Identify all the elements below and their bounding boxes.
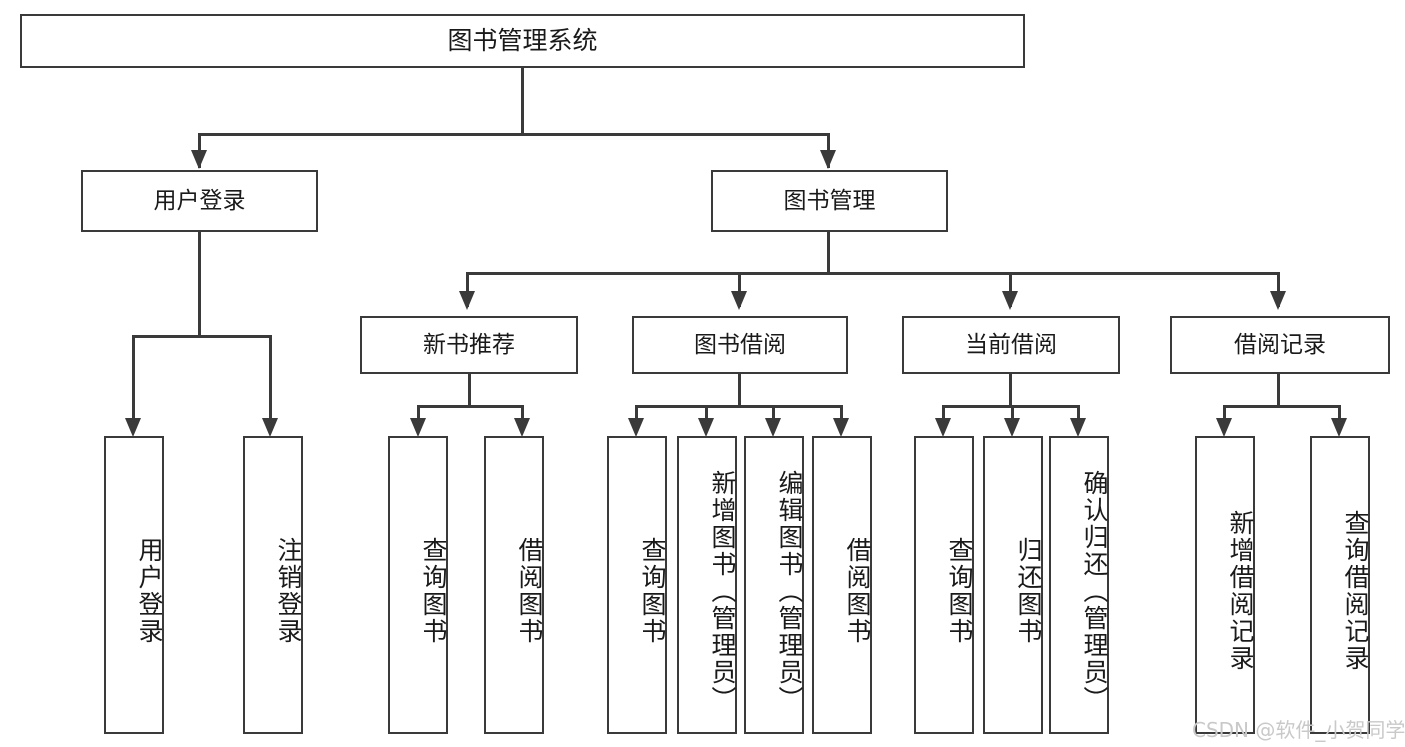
leaf-confirm-return[interactable]: 确认归还（管理员） xyxy=(1049,436,1109,734)
leaf-query-record[interactable]: 查询借阅记录 xyxy=(1310,436,1370,734)
arrow-root-to-book-management xyxy=(820,150,836,169)
node-new-book-recommend[interactable]: 新书推荐 xyxy=(360,316,578,374)
edge-bb-stem xyxy=(738,374,741,408)
arrow-nbr-to-leaf-1 xyxy=(410,418,426,437)
node-root-label: 图书管理系统 xyxy=(447,25,598,55)
edge-bm-to-book-borrow xyxy=(738,272,741,307)
edge-bb-to-leaf-4 xyxy=(840,405,843,420)
node-book-borrow-label: 图书借阅 xyxy=(694,331,786,358)
node-current-borrow[interactable]: 当前借阅 xyxy=(902,316,1120,374)
node-user-login[interactable]: 用户登录 xyxy=(81,170,318,232)
edge-br-to-leaf-2 xyxy=(1338,405,1341,420)
arrow-br-to-leaf-1 xyxy=(1216,418,1232,437)
edge-cb-stem xyxy=(1009,374,1012,408)
edge-nbr-stem xyxy=(468,374,471,408)
edge-cb-to-leaf-3 xyxy=(1077,405,1080,420)
leaf-return-book-label: 归还图书 xyxy=(1014,537,1043,645)
arrow-cb-to-leaf-3 xyxy=(1070,418,1086,437)
leaf-borrow-book-1[interactable]: 借阅图书 xyxy=(484,436,544,734)
leaf-add-record-label: 新增借阅记录 xyxy=(1226,510,1255,672)
edge-user-login-to-leaf-1 xyxy=(132,335,135,420)
node-borrow-record[interactable]: 借阅记录 xyxy=(1170,316,1390,374)
arrow-bb-to-leaf-2 xyxy=(698,418,714,437)
arrow-bm-to-current-borrow xyxy=(1002,291,1018,310)
edge-bb-to-leaf-1 xyxy=(635,405,638,420)
arrow-nbr-to-leaf-2 xyxy=(514,418,530,437)
arrow-bb-to-leaf-3 xyxy=(765,418,781,437)
edge-nbr-to-leaf-1 xyxy=(417,405,420,420)
arrow-cb-to-leaf-1 xyxy=(935,418,951,437)
arrow-bm-to-borrow-record xyxy=(1270,291,1286,310)
node-book-borrow[interactable]: 图书借阅 xyxy=(632,316,848,374)
edge-bb-bar xyxy=(635,405,843,408)
leaf-logout-login-label: 注销登录 xyxy=(274,537,303,645)
leaf-query-book-1-label: 查询图书 xyxy=(419,537,448,645)
leaf-borrow-book-1-label: 借阅图书 xyxy=(515,537,544,645)
edge-cb-bar xyxy=(942,405,1079,408)
leaf-borrow-book-2[interactable]: 借阅图书 xyxy=(812,436,872,734)
watermark-csdn: CSDN @软件_小贺同学 xyxy=(1192,718,1405,742)
edge-bm-to-new-book-recommend xyxy=(466,272,469,307)
leaf-edit-book-label: 编辑图书（管理员） xyxy=(775,469,804,713)
leaf-add-book-label: 新增图书（管理员） xyxy=(708,469,737,713)
arrow-cb-to-leaf-2 xyxy=(1004,418,1020,437)
edge-nbr-to-leaf-2 xyxy=(521,405,524,420)
leaf-query-book-3[interactable]: 查询图书 xyxy=(914,436,974,734)
leaf-return-book[interactable]: 归还图书 xyxy=(983,436,1043,734)
leaf-user-login[interactable]: 用户登录 xyxy=(104,436,164,734)
leaf-add-book[interactable]: 新增图书（管理员） xyxy=(677,436,737,734)
edge-bb-to-leaf-2 xyxy=(705,405,708,420)
edge-bm-to-current-borrow xyxy=(1009,272,1012,307)
edge-root-stem xyxy=(521,68,524,135)
edge-user-login-to-leaf-2 xyxy=(269,335,272,420)
arrow-bb-to-leaf-1 xyxy=(628,418,644,437)
leaf-query-book-1[interactable]: 查询图书 xyxy=(388,436,448,734)
leaf-add-record[interactable]: 新增借阅记录 xyxy=(1195,436,1255,734)
edge-cb-to-leaf-1 xyxy=(942,405,945,420)
leaf-query-book-2[interactable]: 查询图书 xyxy=(607,436,667,734)
node-book-management[interactable]: 图书管理 xyxy=(711,170,948,232)
arrow-bm-to-book-borrow xyxy=(731,291,747,310)
node-current-borrow-label: 当前借阅 xyxy=(965,331,1057,358)
edge-book-management-stem xyxy=(827,232,830,275)
arrow-root-to-user-login xyxy=(191,150,207,169)
node-root[interactable]: 图书管理系统 xyxy=(20,14,1025,68)
edge-br-stem xyxy=(1277,374,1280,408)
edge-user-login-stem xyxy=(198,232,201,337)
leaf-user-login-label: 用户登录 xyxy=(135,537,164,645)
leaf-query-book-2-label: 查询图书 xyxy=(638,537,667,645)
arrow-user-login-to-leaf-2 xyxy=(262,418,278,437)
arrow-user-login-to-leaf-1 xyxy=(125,418,141,437)
arrow-bm-to-new-book-recommend xyxy=(459,291,475,310)
edge-root-bar xyxy=(198,133,829,136)
leaf-query-record-label: 查询借阅记录 xyxy=(1341,510,1370,672)
edge-br-bar xyxy=(1223,405,1340,408)
arrow-bb-to-leaf-4 xyxy=(833,418,849,437)
node-book-management-label: 图书管理 xyxy=(783,187,876,214)
edge-nbr-bar xyxy=(417,405,524,408)
leaf-confirm-return-label: 确认归还（管理员） xyxy=(1080,469,1109,713)
arrow-br-to-leaf-2 xyxy=(1331,418,1347,437)
edge-br-to-leaf-1 xyxy=(1223,405,1226,420)
edge-book-management-bar xyxy=(466,272,1280,275)
leaf-borrow-book-2-label: 借阅图书 xyxy=(843,537,872,645)
leaf-logout-login[interactable]: 注销登录 xyxy=(243,436,303,734)
edge-cb-to-leaf-2 xyxy=(1011,405,1014,420)
node-new-book-recommend-label: 新书推荐 xyxy=(423,331,515,358)
edge-bm-to-borrow-record xyxy=(1277,272,1280,307)
leaf-query-book-3-label: 查询图书 xyxy=(945,537,974,645)
edge-user-login-bar xyxy=(132,335,269,338)
leaf-edit-book[interactable]: 编辑图书（管理员） xyxy=(744,436,804,734)
edge-bb-to-leaf-3 xyxy=(772,405,775,420)
node-borrow-record-label: 借阅记录 xyxy=(1234,331,1326,358)
node-user-login-label: 用户登录 xyxy=(153,187,246,214)
